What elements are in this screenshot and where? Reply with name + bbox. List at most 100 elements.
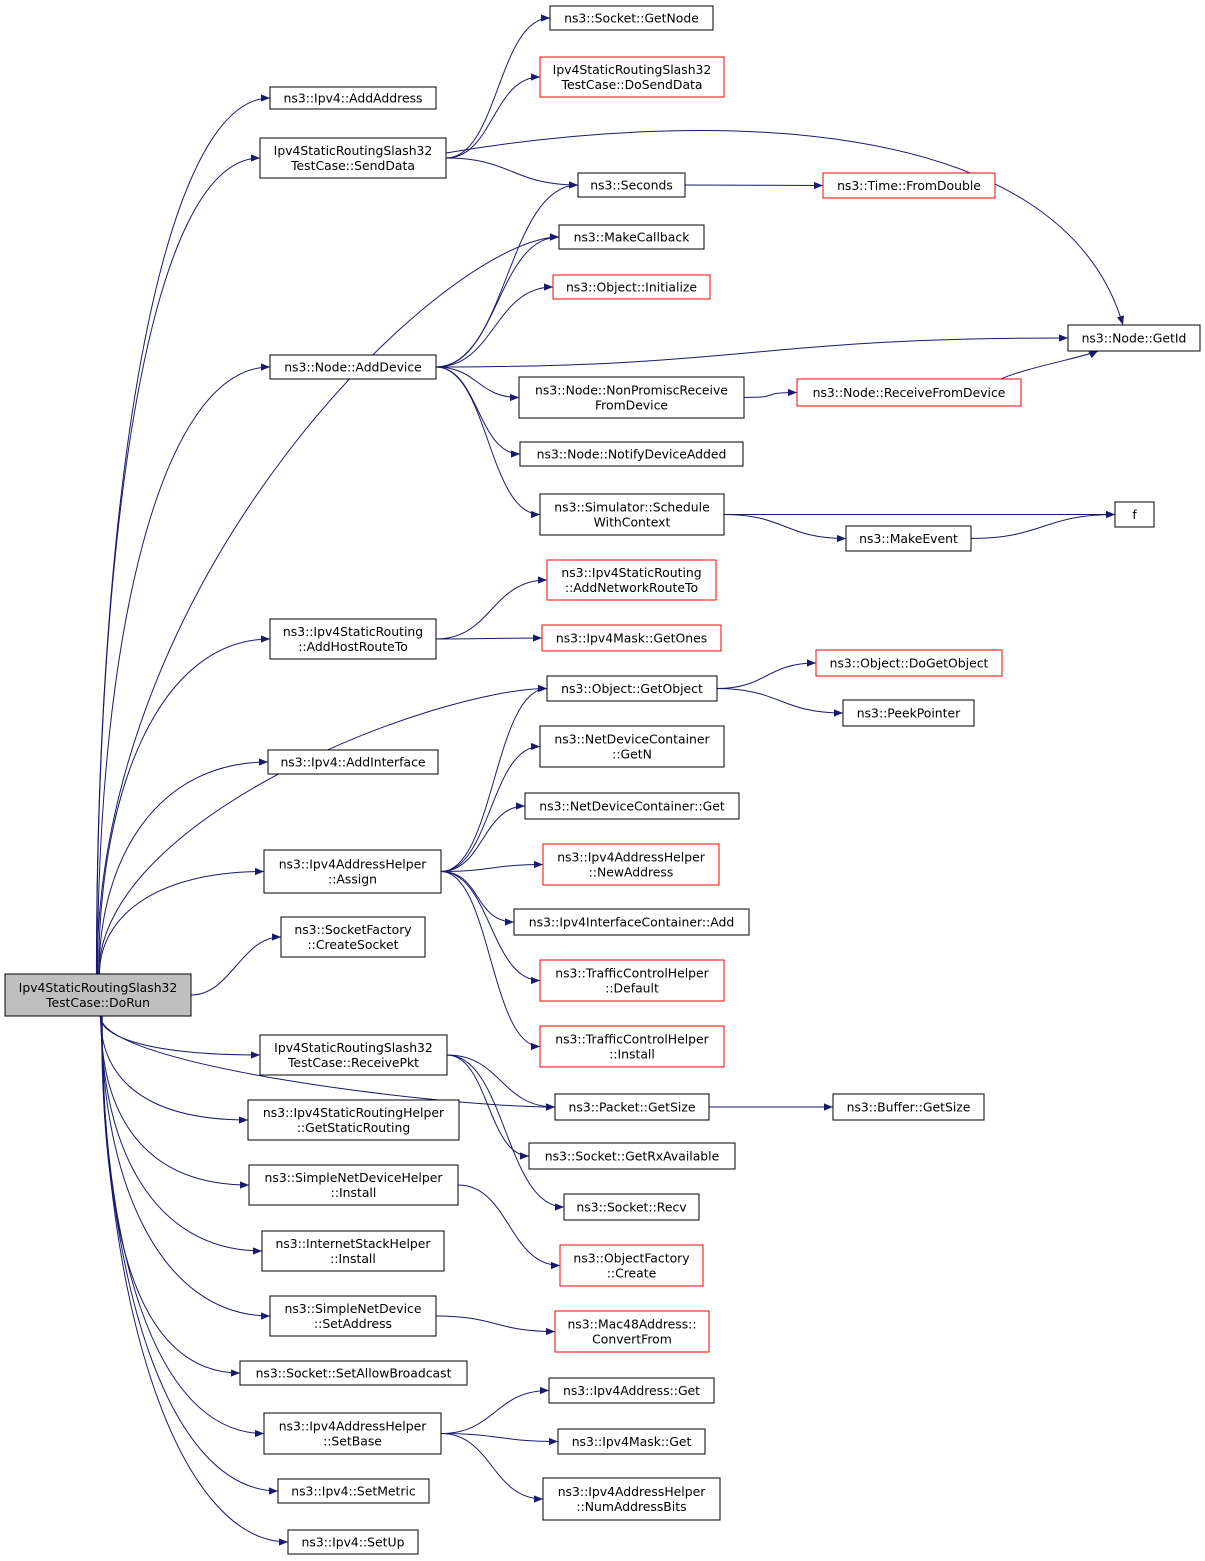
node-initialize[interactable]: ns3::Object::Initialize (552, 274, 711, 300)
node-box-iicAdd (513, 908, 750, 936)
edges-layer (95, 14, 1124, 1546)
node-box-setAllowBroadcast (239, 1360, 468, 1386)
node-label-scheduleWithContext-1: WithContext (594, 515, 671, 530)
edge-receivePkt-to-recv (446, 1054, 565, 1211)
node-box-receivePkt (259, 1034, 448, 1076)
node-label-sendData-0: Ipv4StaticRoutingSlash32 (274, 143, 433, 158)
node-makeCallback[interactable]: ns3::MakeCallback (558, 224, 705, 250)
node-addAddress[interactable]: ns3::Ipv4::AddAddress (269, 86, 437, 110)
node-box-assign (263, 849, 442, 894)
node-sendData[interactable]: Ipv4StaticRoutingSlash32TestCase::SendDa… (259, 137, 447, 179)
node-tchInstall[interactable]: ns3::TrafficControlHelper::Install (539, 1025, 725, 1068)
node-newAddress[interactable]: ns3::Ipv4AddressHelper::NewAddress (542, 843, 720, 886)
node-box-newAddress (542, 843, 720, 886)
node-label-addNetworkRouteTo-1: ::AddNetworkRouteTo (565, 580, 698, 595)
node-numAddressBits[interactable]: ns3::Ipv4AddressHelper::NumAddressBits (542, 1477, 721, 1521)
node-iicAdd[interactable]: ns3::Ipv4InterfaceContainer::Add (513, 908, 750, 936)
node-label-setAddress-1: ::SetAddress (314, 1316, 392, 1331)
node-nodeGetId[interactable]: ns3::Node::GetId (1067, 324, 1201, 352)
node-addInterface[interactable]: ns3::Ipv4::AddInterface (267, 749, 439, 775)
node-packetGetSize[interactable]: ns3::Packet::GetSize (554, 1093, 710, 1121)
node-assign[interactable]: ns3::Ipv4AddressHelper::Assign (263, 849, 442, 894)
node-label-newAddress-1: ::NewAddress (589, 865, 674, 880)
node-setUp[interactable]: ns3::Ipv4::SetUp (287, 1529, 419, 1555)
edge-addDevice-to-initialize (435, 283, 554, 368)
node-getNode[interactable]: ns3::Socket::GetNode (549, 5, 714, 31)
node-addDevice[interactable]: ns3::Node::AddDevice (269, 354, 437, 380)
node-makeEvent[interactable]: ns3::MakeEvent (845, 525, 972, 552)
node-setMetric[interactable]: ns3::Ipv4::SetMetric (277, 1478, 430, 1504)
node-simpleInstall[interactable]: ns3::SimpleNetDeviceHelper::Install (248, 1164, 459, 1206)
node-getRxAvailable[interactable]: ns3::Socket::GetRxAvailable (528, 1142, 736, 1170)
edge-root-to-createSocket (190, 933, 282, 996)
node-bufferGetSize[interactable]: ns3::Buffer::GetSize (832, 1093, 985, 1121)
node-label-seconds-0: ns3::Seconds (590, 178, 673, 193)
node-seconds[interactable]: ns3::Seconds (577, 172, 686, 198)
node-label-simpleInstall-1: ::Install (331, 1185, 377, 1200)
node-box-nonPromisc (518, 376, 745, 419)
node-label-convertFrom-1: ConvertFrom (592, 1332, 672, 1347)
node-label-f-0: f (1132, 507, 1137, 522)
edge-seconds-to-fromDouble (684, 181, 824, 190)
node-label-tchInstall-0: ns3::TrafficControlHelper (555, 1032, 709, 1047)
node-maskGet[interactable]: ns3::Ipv4Mask::Get (557, 1428, 706, 1455)
node-label-ndcGet-0: ns3::NetDeviceContainer::Get (539, 799, 725, 814)
node-internetInstall[interactable]: ns3::InternetStackHelper::Install (261, 1230, 445, 1272)
node-ndcGetN[interactable]: ns3::NetDeviceContainer::GetN (539, 725, 725, 768)
node-label-getStaticRouting-0: ns3::Ipv4StaticRoutingHelper (263, 1105, 445, 1120)
node-receiveFromDevice[interactable]: ns3::Node::ReceiveFromDevice (796, 378, 1022, 407)
node-label-assign-0: ns3::Ipv4AddressHelper (279, 857, 427, 872)
node-setBase[interactable]: ns3::Ipv4AddressHelper::SetBase (263, 1412, 442, 1455)
node-maskGetOnes[interactable]: ns3::Ipv4Mask::GetOnes (541, 624, 722, 652)
node-label-ndcGetN-0: ns3::NetDeviceContainer (554, 732, 710, 747)
node-objectFactoryCreate[interactable]: ns3::ObjectFactory::Create (559, 1244, 704, 1287)
node-label-tchInstall-1: ::Install (609, 1047, 655, 1062)
node-box-addAddress (269, 86, 437, 110)
node-receivePkt[interactable]: Ipv4StaticRoutingSlash32TestCase::Receiv… (259, 1034, 448, 1076)
node-label-setBase-1: ::SetBase (323, 1434, 382, 1449)
node-label-setAddress-0: ns3::SimpleNetDevice (285, 1301, 422, 1316)
node-label-initialize-0: ns3::Object::Initialize (566, 280, 697, 295)
node-label-tchDefault-1: ::Default (605, 981, 659, 996)
node-fromDouble[interactable]: ns3::Time::FromDouble (822, 172, 996, 199)
edge-root-to-makeCallback (96, 233, 560, 975)
edge-getObject-to-doGetObject (716, 659, 817, 689)
node-getObject[interactable]: ns3::Object::GetObject (546, 675, 718, 702)
node-peekPointer[interactable]: ns3::PeekPointer (842, 699, 975, 727)
node-label-fromDouble-0: ns3::Time::FromDouble (837, 178, 981, 193)
node-setAddress[interactable]: ns3::SimpleNetDevice::SetAddress (269, 1295, 437, 1337)
node-ndcGet[interactable]: ns3::NetDeviceContainer::Get (524, 792, 740, 820)
node-label-peekPointer-0: ns3::PeekPointer (857, 706, 961, 721)
edge-root-to-addDevice (96, 363, 271, 975)
node-notifyDeviceAdded[interactable]: ns3::Node::NotifyDeviceAdded (519, 441, 744, 467)
node-box-notifyDeviceAdded (519, 441, 744, 467)
edge-sendData-to-nodeGetId (445, 130, 1124, 326)
node-addNetworkRouteTo[interactable]: ns3::Ipv4StaticRouting::AddNetworkRouteT… (546, 559, 717, 601)
node-label-getNode-0: ns3::Socket::GetNode (564, 11, 699, 26)
edge-nonPromisc-to-receiveFromDevice (743, 388, 798, 398)
node-createSocket[interactable]: ns3::SocketFactory::CreateSocket (280, 916, 426, 958)
node-setAllowBroadcast[interactable]: ns3::Socket::SetAllowBroadcast (239, 1360, 468, 1386)
node-addHostRouteTo[interactable]: ns3::Ipv4StaticRouting::AddHostRouteTo (269, 618, 437, 660)
node-f[interactable]: f (1114, 501, 1155, 528)
node-label-addNetworkRouteTo-0: ns3::Ipv4StaticRouting (561, 565, 701, 580)
node-recv[interactable]: ns3::Socket::Recv (563, 1193, 700, 1221)
node-box-sendData (259, 137, 447, 179)
node-box-ndcGetN (539, 725, 725, 768)
node-tchDefault[interactable]: ns3::TrafficControlHelper::Default (539, 959, 725, 1002)
node-box-getRxAvailable (528, 1142, 736, 1170)
node-doGetObject[interactable]: ns3::Object::DoGetObject (815, 649, 1003, 677)
node-convertFrom[interactable]: ns3::Mac48Address::ConvertFrom (554, 1310, 710, 1353)
node-addrGet[interactable]: ns3::Ipv4Address::Get (548, 1377, 715, 1404)
node-label-createSocket-0: ns3::SocketFactory (294, 922, 411, 937)
edge-root-to-sendData (96, 154, 261, 975)
edge-addDevice-to-nodeGetId (435, 334, 1069, 368)
edge-root-to-simpleInstall (100, 1015, 250, 1189)
node-doSendData[interactable]: Ipv4StaticRoutingSlash32TestCase::DoSend… (539, 56, 725, 98)
edge-root-to-setMetric (101, 1015, 279, 1495)
node-label-addDevice-0: ns3::Node::AddDevice (284, 360, 422, 375)
node-getStaticRouting[interactable]: ns3::Ipv4StaticRoutingHelper::GetStaticR… (247, 1099, 460, 1141)
